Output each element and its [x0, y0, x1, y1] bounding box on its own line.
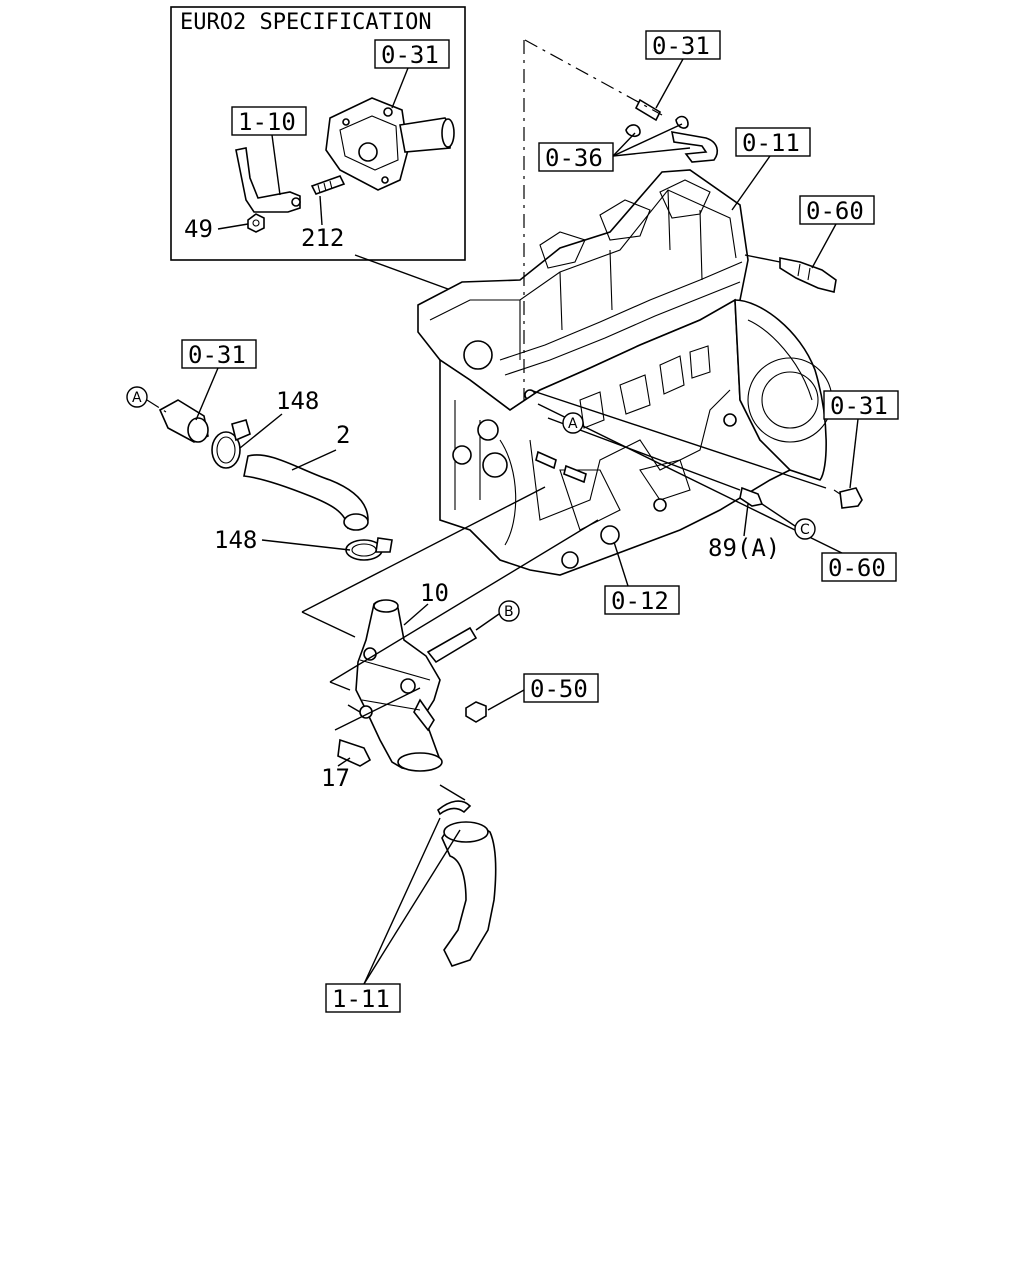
water-outlet-10 [355, 599, 478, 772]
ref-label-0-11[interactable]: 0-11 [742, 129, 800, 157]
ref-label-bottom-0-60[interactable]: 0-60 [828, 554, 886, 582]
ref-label-inset-0-31[interactable]: 0-31 [381, 41, 439, 69]
ref-label-top-0-60[interactable]: 0-60 [806, 197, 864, 225]
marker-b-label: B [504, 604, 514, 620]
ref-box-left-0-31[interactable] [181, 339, 257, 369]
drain-plug-right [833, 487, 863, 509]
marker-a-engine: A [562, 412, 584, 434]
inset-frame [170, 6, 466, 261]
ref-box-0-50[interactable] [523, 673, 599, 703]
part-label-10: 10 [420, 579, 449, 607]
part-label-148-top: 148 [276, 387, 319, 415]
ref-box-inset-1-10[interactable] [231, 106, 307, 136]
part-label-148-mid: 148 [214, 526, 257, 554]
dash-line-inset [524, 39, 663, 116]
ref-box-1-11[interactable] [325, 983, 401, 1013]
inset-nut-49 [247, 213, 265, 233]
ref-box-0-12[interactable] [604, 585, 680, 615]
inset-stud-212 [310, 175, 346, 195]
marker-a-engine-label: A [568, 416, 578, 432]
ref-box-right-0-31[interactable] [823, 390, 899, 420]
part-label-212: 212 [301, 224, 344, 252]
marker-b: B [498, 600, 520, 622]
ref-label-0-50[interactable]: 0-50 [530, 675, 588, 703]
hose-clamp-148-top [211, 419, 251, 469]
inset-thermostat-housing [325, 97, 455, 191]
marker-c: C [794, 518, 816, 540]
breather-pipe [625, 98, 719, 163]
inset-bracket [235, 147, 301, 213]
ref-box-inset-0-31[interactable] [374, 39, 450, 69]
inset-title: EURO2 SPECIFICATION [180, 10, 432, 35]
nut-0-50 [465, 701, 487, 723]
studs [535, 450, 587, 484]
hose-2 [243, 454, 369, 531]
ref-label-1-11[interactable]: 1-11 [332, 985, 390, 1013]
ref-box-top-0-60[interactable] [799, 195, 875, 225]
marker-a-left: A [126, 386, 148, 408]
ref-label-0-12[interactable]: 0-12 [611, 587, 669, 615]
part-label-49: 49 [184, 215, 213, 243]
marker-c-label: C [800, 522, 810, 538]
hose-clamp-148-mid [345, 537, 393, 561]
ref-box-bottom-0-60[interactable] [821, 552, 897, 582]
marker-a-left-label: A [132, 390, 142, 406]
ref-label-left-0-31[interactable]: 0-31 [188, 341, 246, 369]
part-label-89a: 89(A) [708, 534, 780, 562]
ref-label-inset-1-10[interactable]: 1-10 [238, 108, 296, 136]
fitting-89a [739, 486, 764, 507]
part-label-17: 17 [321, 764, 350, 792]
ref-label-top-0-31[interactable]: 0-31 [652, 32, 710, 60]
ref-box-0-11[interactable] [735, 127, 811, 157]
bolt-17 [337, 738, 372, 767]
ref-box-0-36[interactable] [538, 142, 614, 172]
rear-plate [734, 299, 833, 481]
part-label-2: 2 [336, 421, 350, 449]
lower-hose [437, 800, 497, 967]
temp-sensor-top [779, 257, 837, 293]
pipe-cap-left [158, 399, 209, 443]
ref-label-0-36[interactable]: 0-36 [545, 144, 603, 172]
ref-label-right-0-31[interactable]: 0-31 [830, 392, 888, 420]
engine-block [417, 169, 791, 576]
ref-box-top-0-31[interactable] [645, 30, 721, 60]
